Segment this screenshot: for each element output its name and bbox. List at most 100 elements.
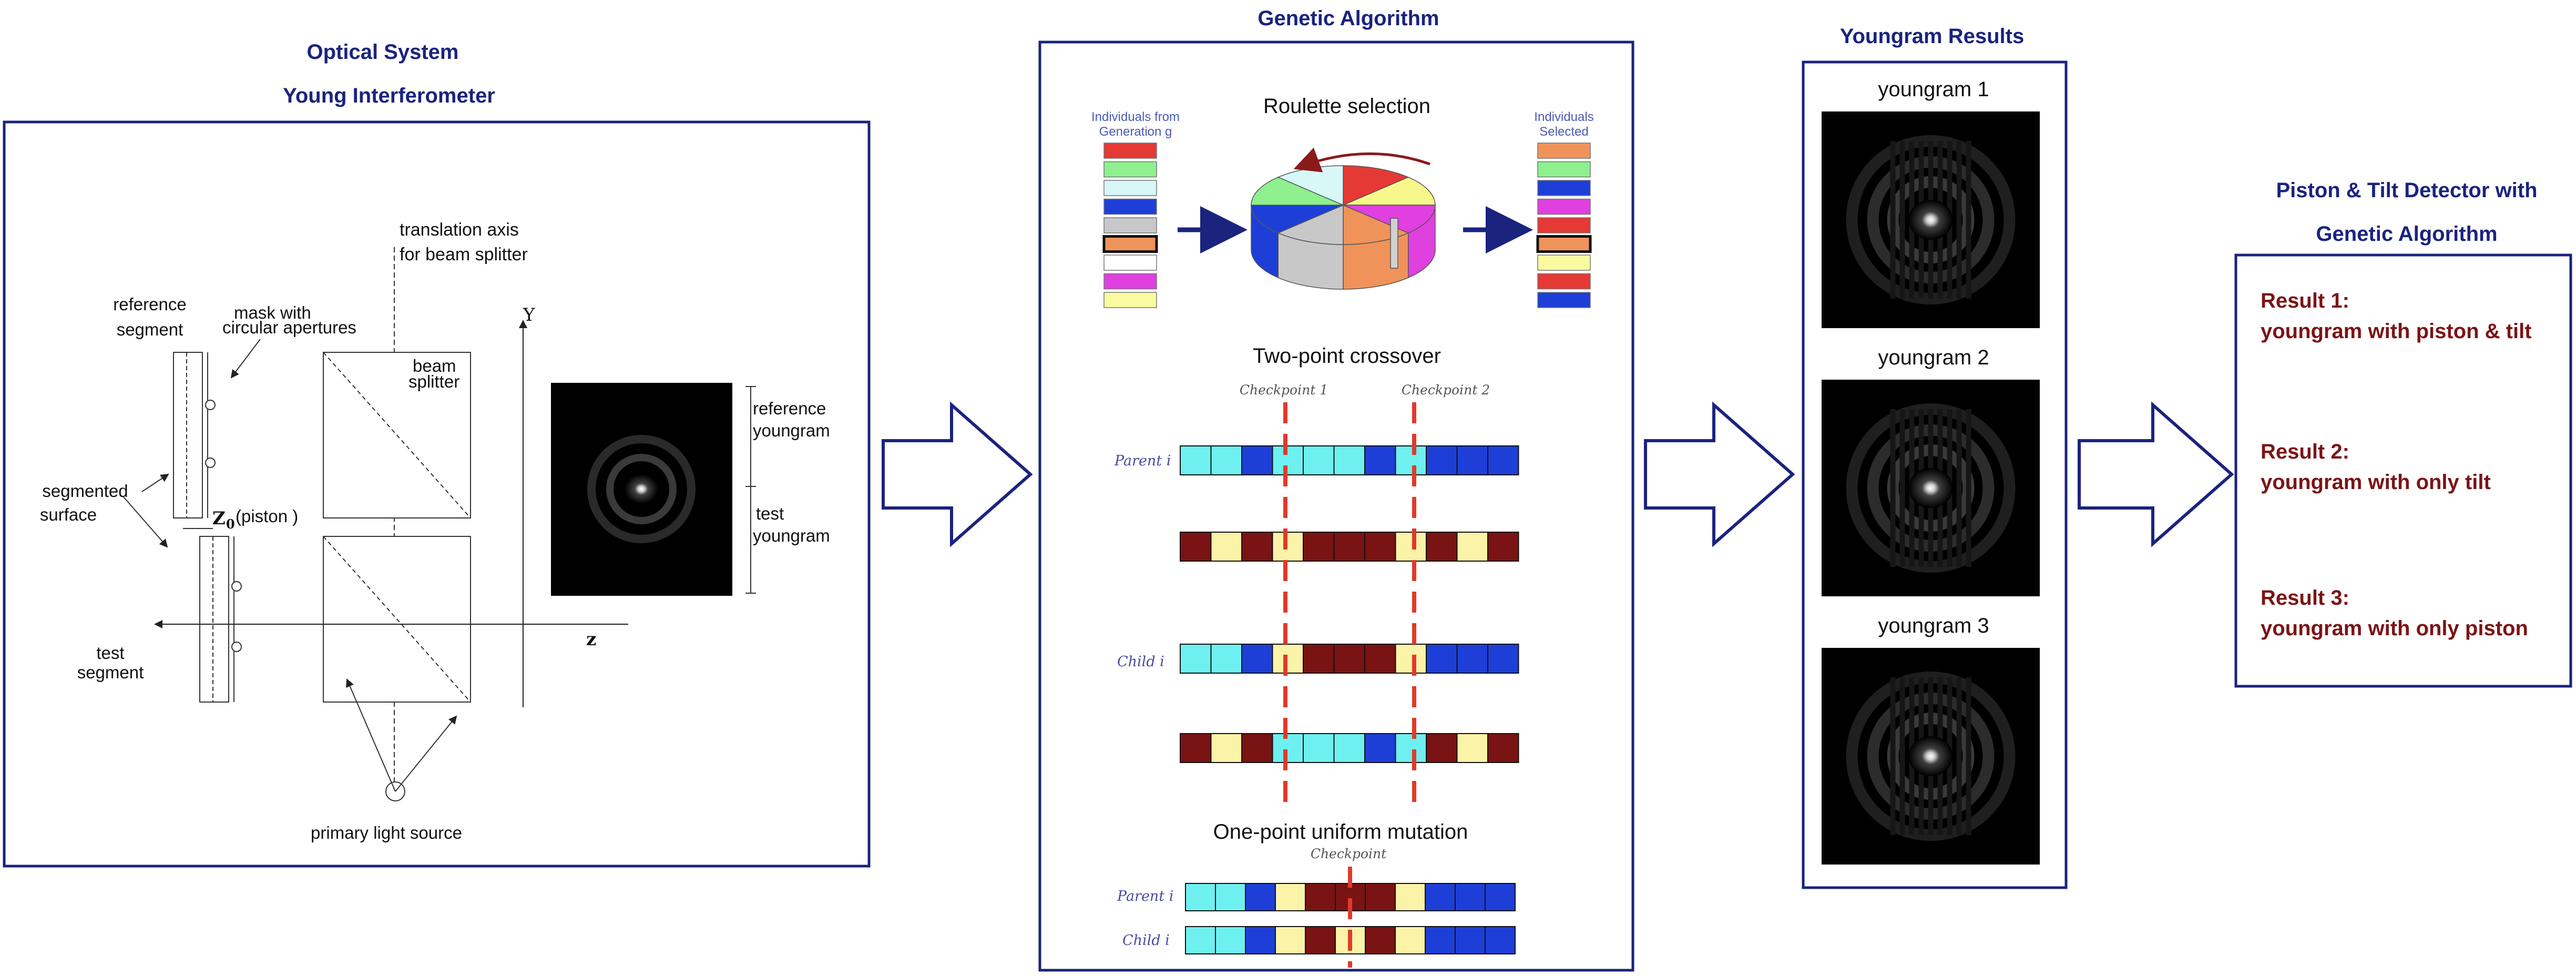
mutation-parent-chromosome-gene-9 — [1425, 883, 1456, 911]
child-1-chromosome-gene-6 — [1333, 644, 1365, 674]
test-segment-label-2: segment — [77, 663, 144, 682]
result-3-label: Result 3: — [2261, 586, 2349, 609]
parent-1-chromosome-gene-7 — [1364, 445, 1396, 475]
youngram-label-1: youngram 1 — [1878, 78, 1989, 101]
mutation-parent-chromosome-gene-1 — [1185, 883, 1216, 911]
generation-individual-3 — [1103, 180, 1157, 196]
crossover-title: Two-point crossover — [1253, 344, 1441, 368]
mutation-chromosomes — [1185, 883, 1516, 954]
parent-2-chromosome-gene-2 — [1210, 532, 1242, 562]
generation-individual-7 — [1103, 255, 1157, 271]
child-1-chromosome-gene-10 — [1456, 644, 1488, 674]
mutation-parent-chromosome-gene-7 — [1365, 883, 1396, 911]
parent-2-chromosome-gene-9 — [1426, 532, 1458, 562]
generation-individual-9 — [1103, 292, 1157, 308]
child-1-chromosome-gene-7 — [1364, 644, 1396, 674]
child-1-chromosome-gene-3 — [1241, 644, 1273, 674]
roulette-slice-2 — [1343, 177, 1436, 206]
roulette-slice-6 — [1251, 205, 1344, 233]
z0-subscript: 0 — [226, 516, 235, 532]
translation-axis-label: translation axis — [400, 220, 519, 240]
mutation-parent-label: Parent i — [1117, 888, 1173, 904]
child-1-chromosome-gene-9 — [1426, 644, 1458, 674]
translation-axis-label-2: for beam splitter — [400, 245, 528, 265]
child-2-chromosome-gene-5 — [1303, 733, 1335, 763]
test-segment-label: test — [96, 643, 124, 663]
mask-label: mask with — [234, 303, 311, 322]
parent-2-chromosome-gene-1 — [1180, 532, 1212, 562]
selected-individual-9 — [1537, 292, 1591, 308]
optical-subtitle: Young Interferometer — [283, 84, 495, 107]
checkpoint-2-label: Checkpoint 2 — [1402, 382, 1490, 398]
selected-individual-2 — [1537, 161, 1591, 178]
parent-1-chromosome-gene-1 — [1180, 445, 1212, 475]
mutation-title: One-point uniform mutation — [1213, 820, 1468, 843]
roulette-spin-arrow — [1293, 147, 1430, 172]
piston-label: (piston ) — [236, 506, 298, 526]
parent-1-chromosome-gene-4 — [1272, 445, 1304, 475]
generation-individual-2 — [1103, 161, 1157, 178]
selected-label: Individuals — [1534, 110, 1593, 124]
child-1-chromosome-gene-2 — [1210, 644, 1242, 674]
mutation-child-label: Child i — [1122, 932, 1170, 949]
child-2-chromosome-gene-6 — [1333, 733, 1365, 763]
selected-individuals — [1536, 143, 1592, 308]
y-axis-label: Y — [523, 304, 535, 326]
detector-subtitle: Genetic Algorithm — [2316, 222, 2497, 246]
beam-splitter-label: beam — [413, 356, 456, 375]
detector-results: Result 1:youngram with piston & tiltResu… — [2261, 289, 2532, 640]
results-title: Youngram Results — [1840, 25, 2024, 48]
child-label: Child i — [1117, 654, 1164, 670]
child-2-chromosome-gene-1 — [1180, 733, 1212, 763]
result-1-text: youngram with piston & tilt — [2261, 320, 2532, 343]
selected-individual-7 — [1537, 255, 1591, 271]
z-axis-label: z — [586, 629, 596, 650]
mutation-child-chromosome-gene-5 — [1305, 926, 1336, 954]
mutation-parent-chromosome-gene-4 — [1275, 883, 1306, 911]
selected-individual-1 — [1537, 143, 1591, 159]
result-2-text: youngram with only tilt — [2261, 471, 2491, 494]
from-generation-label-2: Generation g — [1099, 125, 1172, 139]
reference-youngram-label-2: youngram — [753, 421, 830, 440]
mutation-child-chromosome-gene-1 — [1185, 926, 1216, 954]
optical-panel — [3, 120, 871, 868]
parent-label: Parent i — [1114, 453, 1171, 469]
roulette-pointer — [1390, 218, 1398, 269]
generation-individual-4 — [1103, 198, 1157, 215]
child-2-chromosome-gene-9 — [1426, 733, 1458, 763]
parent-1-chromosome-gene-6 — [1333, 445, 1365, 475]
child-2-chromosome-gene-10 — [1456, 733, 1488, 763]
child-1-chromosome-gene-8 — [1395, 644, 1427, 674]
parent-1-chromosome-gene-8 — [1395, 445, 1427, 475]
roulette-wheel — [1251, 165, 1436, 290]
test-youngram-label-2: youngram — [753, 526, 830, 545]
child-2-chromosome-gene-4 — [1272, 733, 1304, 763]
beam-splitter-label-2: splitter — [408, 372, 459, 391]
mutation-child-chromosome-gene-9 — [1425, 926, 1456, 954]
selected-individual-8 — [1537, 273, 1591, 290]
mutation-parent-chromosome-gene-10 — [1455, 883, 1486, 911]
parent-2-chromosome-gene-6 — [1333, 532, 1365, 562]
child-1-chromosome — [1180, 644, 1519, 674]
mutation-child-chromosome-gene-11 — [1485, 926, 1516, 954]
child-2-chromosome-gene-2 — [1210, 733, 1242, 763]
generation-individual-5 — [1103, 217, 1157, 233]
reference-youngram-label: reference — [753, 399, 826, 418]
parent-2-chromosome-gene-3 — [1241, 532, 1273, 562]
parent-1-chromosome-gene-11 — [1487, 445, 1519, 475]
roulette-slice-3 — [1343, 205, 1436, 233]
selected-individual-3 — [1537, 180, 1591, 196]
detector-title: Piston & Tilt Detector with — [2276, 179, 2537, 202]
child-2-chromosome-gene-7 — [1364, 733, 1396, 763]
child-1-chromosome-gene-11 — [1487, 644, 1519, 674]
child-1-chromosome-gene-1 — [1180, 644, 1212, 674]
reference-segment-label: reference — [113, 294, 186, 314]
generation-individuals — [1102, 143, 1158, 308]
mutation-parent-chromosome-gene-5 — [1305, 883, 1336, 911]
detector-panel — [2234, 253, 2572, 688]
parent-1-chromosome-gene-10 — [1456, 445, 1488, 475]
mutation-child-chromosome-gene-7 — [1365, 926, 1396, 954]
parent-1-chromosome — [1180, 445, 1519, 475]
